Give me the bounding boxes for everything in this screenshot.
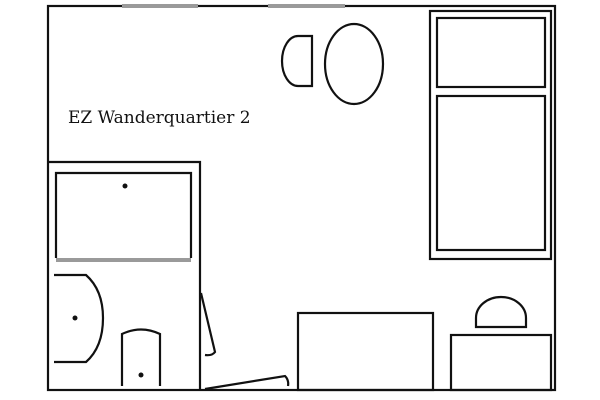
toilet (120, 328, 162, 386)
bed-mattress (435, 94, 547, 252)
shower-drain (122, 183, 128, 189)
bathroom (48, 160, 202, 390)
entrance-door[interactable] (204, 374, 290, 391)
bed-frame (428, 9, 553, 261)
sink (54, 273, 105, 364)
desk (296, 311, 435, 392)
sink-drain (72, 315, 78, 321)
chair-top (280, 34, 314, 88)
side-table (449, 333, 553, 392)
bed-pillow (435, 16, 547, 89)
room-label: EZ Wanderquartier 2 (68, 108, 251, 128)
bathroom-door[interactable] (199, 292, 217, 357)
bathroom-wall (48, 160, 202, 390)
chair-bottom (474, 295, 528, 329)
round-table (323, 22, 385, 106)
bed (428, 9, 553, 261)
toilet-drain (138, 372, 144, 378)
shower (54, 171, 193, 258)
